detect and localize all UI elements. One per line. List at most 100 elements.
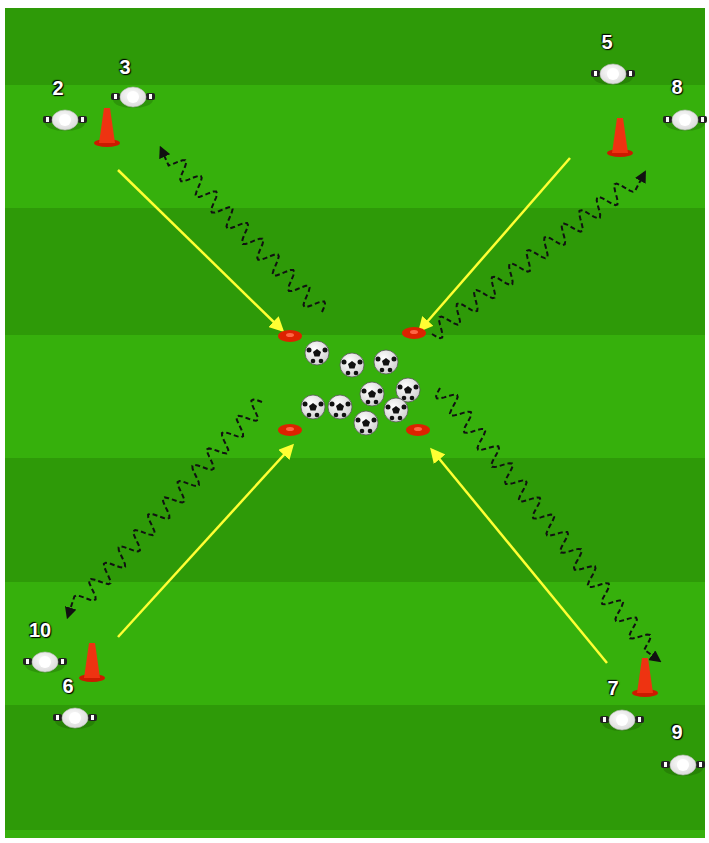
dribble-arrow (161, 148, 325, 312)
ball (340, 353, 364, 377)
player-hand (61, 659, 64, 664)
player (120, 87, 146, 107)
player-head (39, 656, 51, 668)
pitch-stripe (5, 8, 705, 85)
ball (323, 348, 328, 353)
ball (402, 405, 407, 410)
player-hand (91, 715, 94, 720)
player-hand (696, 761, 705, 768)
player-hand (629, 71, 632, 76)
ball (336, 403, 344, 411)
ball (392, 357, 397, 362)
player (32, 652, 58, 672)
ball (376, 357, 381, 362)
player-hand (53, 714, 62, 721)
player-hand (23, 658, 32, 665)
player-hand (26, 659, 29, 664)
player-head (616, 714, 628, 726)
ball (360, 429, 365, 434)
ball (346, 402, 351, 407)
player-hand (603, 717, 606, 722)
movement-arrows (68, 148, 660, 663)
pass-arrow (118, 446, 292, 637)
player-hand (701, 117, 704, 122)
player-hand (661, 761, 670, 768)
player-hand (43, 116, 52, 123)
player-hand (78, 116, 87, 123)
ball (348, 361, 356, 369)
ball (346, 371, 351, 376)
ball (374, 400, 379, 405)
player (670, 755, 696, 775)
player-hand (699, 762, 702, 767)
player-hand (114, 94, 117, 99)
player-number: 7 (607, 678, 618, 698)
player-number: 8 (671, 77, 682, 97)
player-hand (56, 715, 59, 720)
player-number: 10 (29, 620, 51, 640)
ball (358, 360, 363, 365)
player-hand (626, 70, 635, 77)
pass-arrow (118, 170, 282, 330)
pass-arrow (420, 158, 570, 330)
player-number: 6 (62, 676, 73, 696)
ball (368, 429, 373, 434)
player-hand (591, 70, 600, 77)
player-number: 9 (671, 722, 682, 742)
pitch-stripe (5, 85, 705, 208)
ball (392, 406, 400, 414)
equipment (23, 64, 707, 776)
disc-marker (286, 333, 294, 337)
disc-marker (406, 424, 430, 436)
player-hand (58, 658, 67, 665)
dribble-arrow (436, 388, 659, 661)
ball (382, 358, 390, 366)
cone (99, 108, 115, 143)
ball (301, 395, 325, 419)
ball (410, 396, 415, 401)
ball (360, 382, 384, 406)
pitch-stripe (5, 830, 705, 838)
pitch-stripe (5, 335, 705, 458)
player-hand (664, 762, 667, 767)
ball (342, 413, 347, 418)
ball (356, 418, 361, 423)
ball (354, 411, 378, 435)
ball (311, 359, 316, 364)
player-number: 5 (601, 32, 612, 52)
player-head (607, 68, 619, 80)
player (609, 710, 635, 730)
ball (398, 416, 403, 421)
ball (414, 385, 419, 390)
ball (372, 418, 377, 423)
ball (334, 413, 339, 418)
disc-marker (402, 327, 426, 339)
player-hand (666, 117, 669, 122)
ball (390, 416, 395, 421)
ball (319, 359, 324, 364)
player-hand (111, 93, 120, 100)
player-hand (635, 716, 644, 723)
disc-marker (410, 330, 418, 334)
dribble-arrow (432, 172, 645, 338)
ball (398, 385, 403, 390)
cone (612, 118, 628, 153)
ball (330, 402, 335, 407)
ball (386, 405, 391, 410)
ball (378, 389, 383, 394)
pitch-stripe (5, 705, 705, 830)
cone (637, 658, 653, 693)
ball (328, 395, 352, 419)
ball (362, 389, 367, 394)
ball (307, 413, 312, 418)
player (52, 110, 78, 130)
player-number: 3 (119, 57, 130, 77)
player-hand (46, 117, 49, 122)
ball (384, 398, 408, 422)
player-hand (88, 714, 97, 721)
ball (354, 371, 359, 376)
player-hand (638, 717, 641, 722)
player-hand (81, 117, 84, 122)
ball (388, 368, 393, 373)
ball (313, 349, 321, 357)
